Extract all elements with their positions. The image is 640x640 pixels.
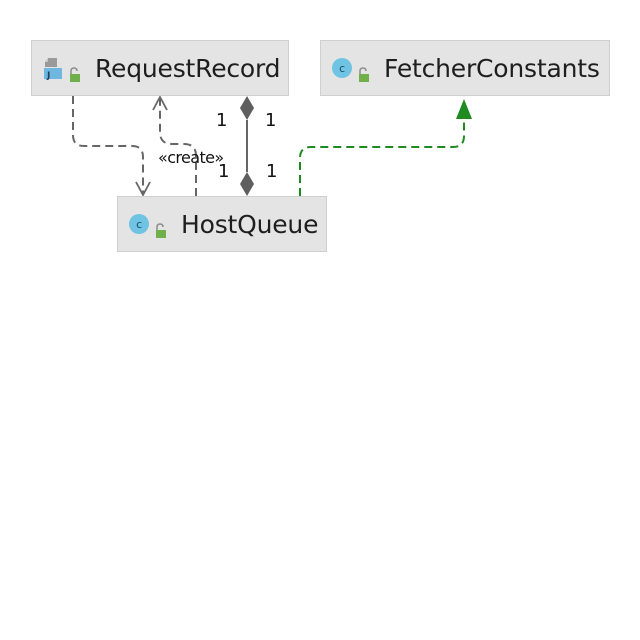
dependency-edge-request-to-host — [72, 96, 151, 197]
svg-text:J: J — [46, 71, 50, 80]
multiplicity-top-left: 1 — [216, 110, 228, 131]
composition-edge — [240, 96, 254, 196]
multiplicity-bottom-right: 1 — [266, 161, 278, 182]
node-name: HostQueue — [181, 209, 319, 239]
class-icon: c — [128, 213, 150, 235]
multiplicity-bottom-left: 1 — [218, 161, 230, 182]
create-dependency-edge — [152, 95, 197, 196]
inheritance-arrowhead — [456, 99, 472, 119]
java-file-icon: J — [42, 57, 64, 80]
node-host-queue[interactable]: c HostQueue — [117, 196, 327, 252]
node-request-record[interactable]: J RequestRecord — [31, 40, 289, 96]
svg-text:c: c — [136, 218, 142, 231]
composition-diamond-bottom — [240, 172, 254, 196]
node-name: RequestRecord — [95, 53, 281, 83]
node-fetcher-constants[interactable]: c FetcherConstants — [320, 40, 610, 96]
class-icon: c — [331, 57, 353, 79]
open-lock-icon — [155, 216, 167, 238]
node-name: FetcherConstants — [384, 53, 600, 83]
open-lock-icon — [358, 60, 370, 82]
multiplicity-top-right: 1 — [265, 110, 277, 131]
svg-text:c: c — [339, 62, 345, 75]
open-lock-icon — [69, 60, 81, 82]
create-stereotype-label: «create» — [158, 148, 224, 167]
composition-diamond-top — [240, 96, 254, 120]
inheritance-edge — [299, 99, 472, 196]
